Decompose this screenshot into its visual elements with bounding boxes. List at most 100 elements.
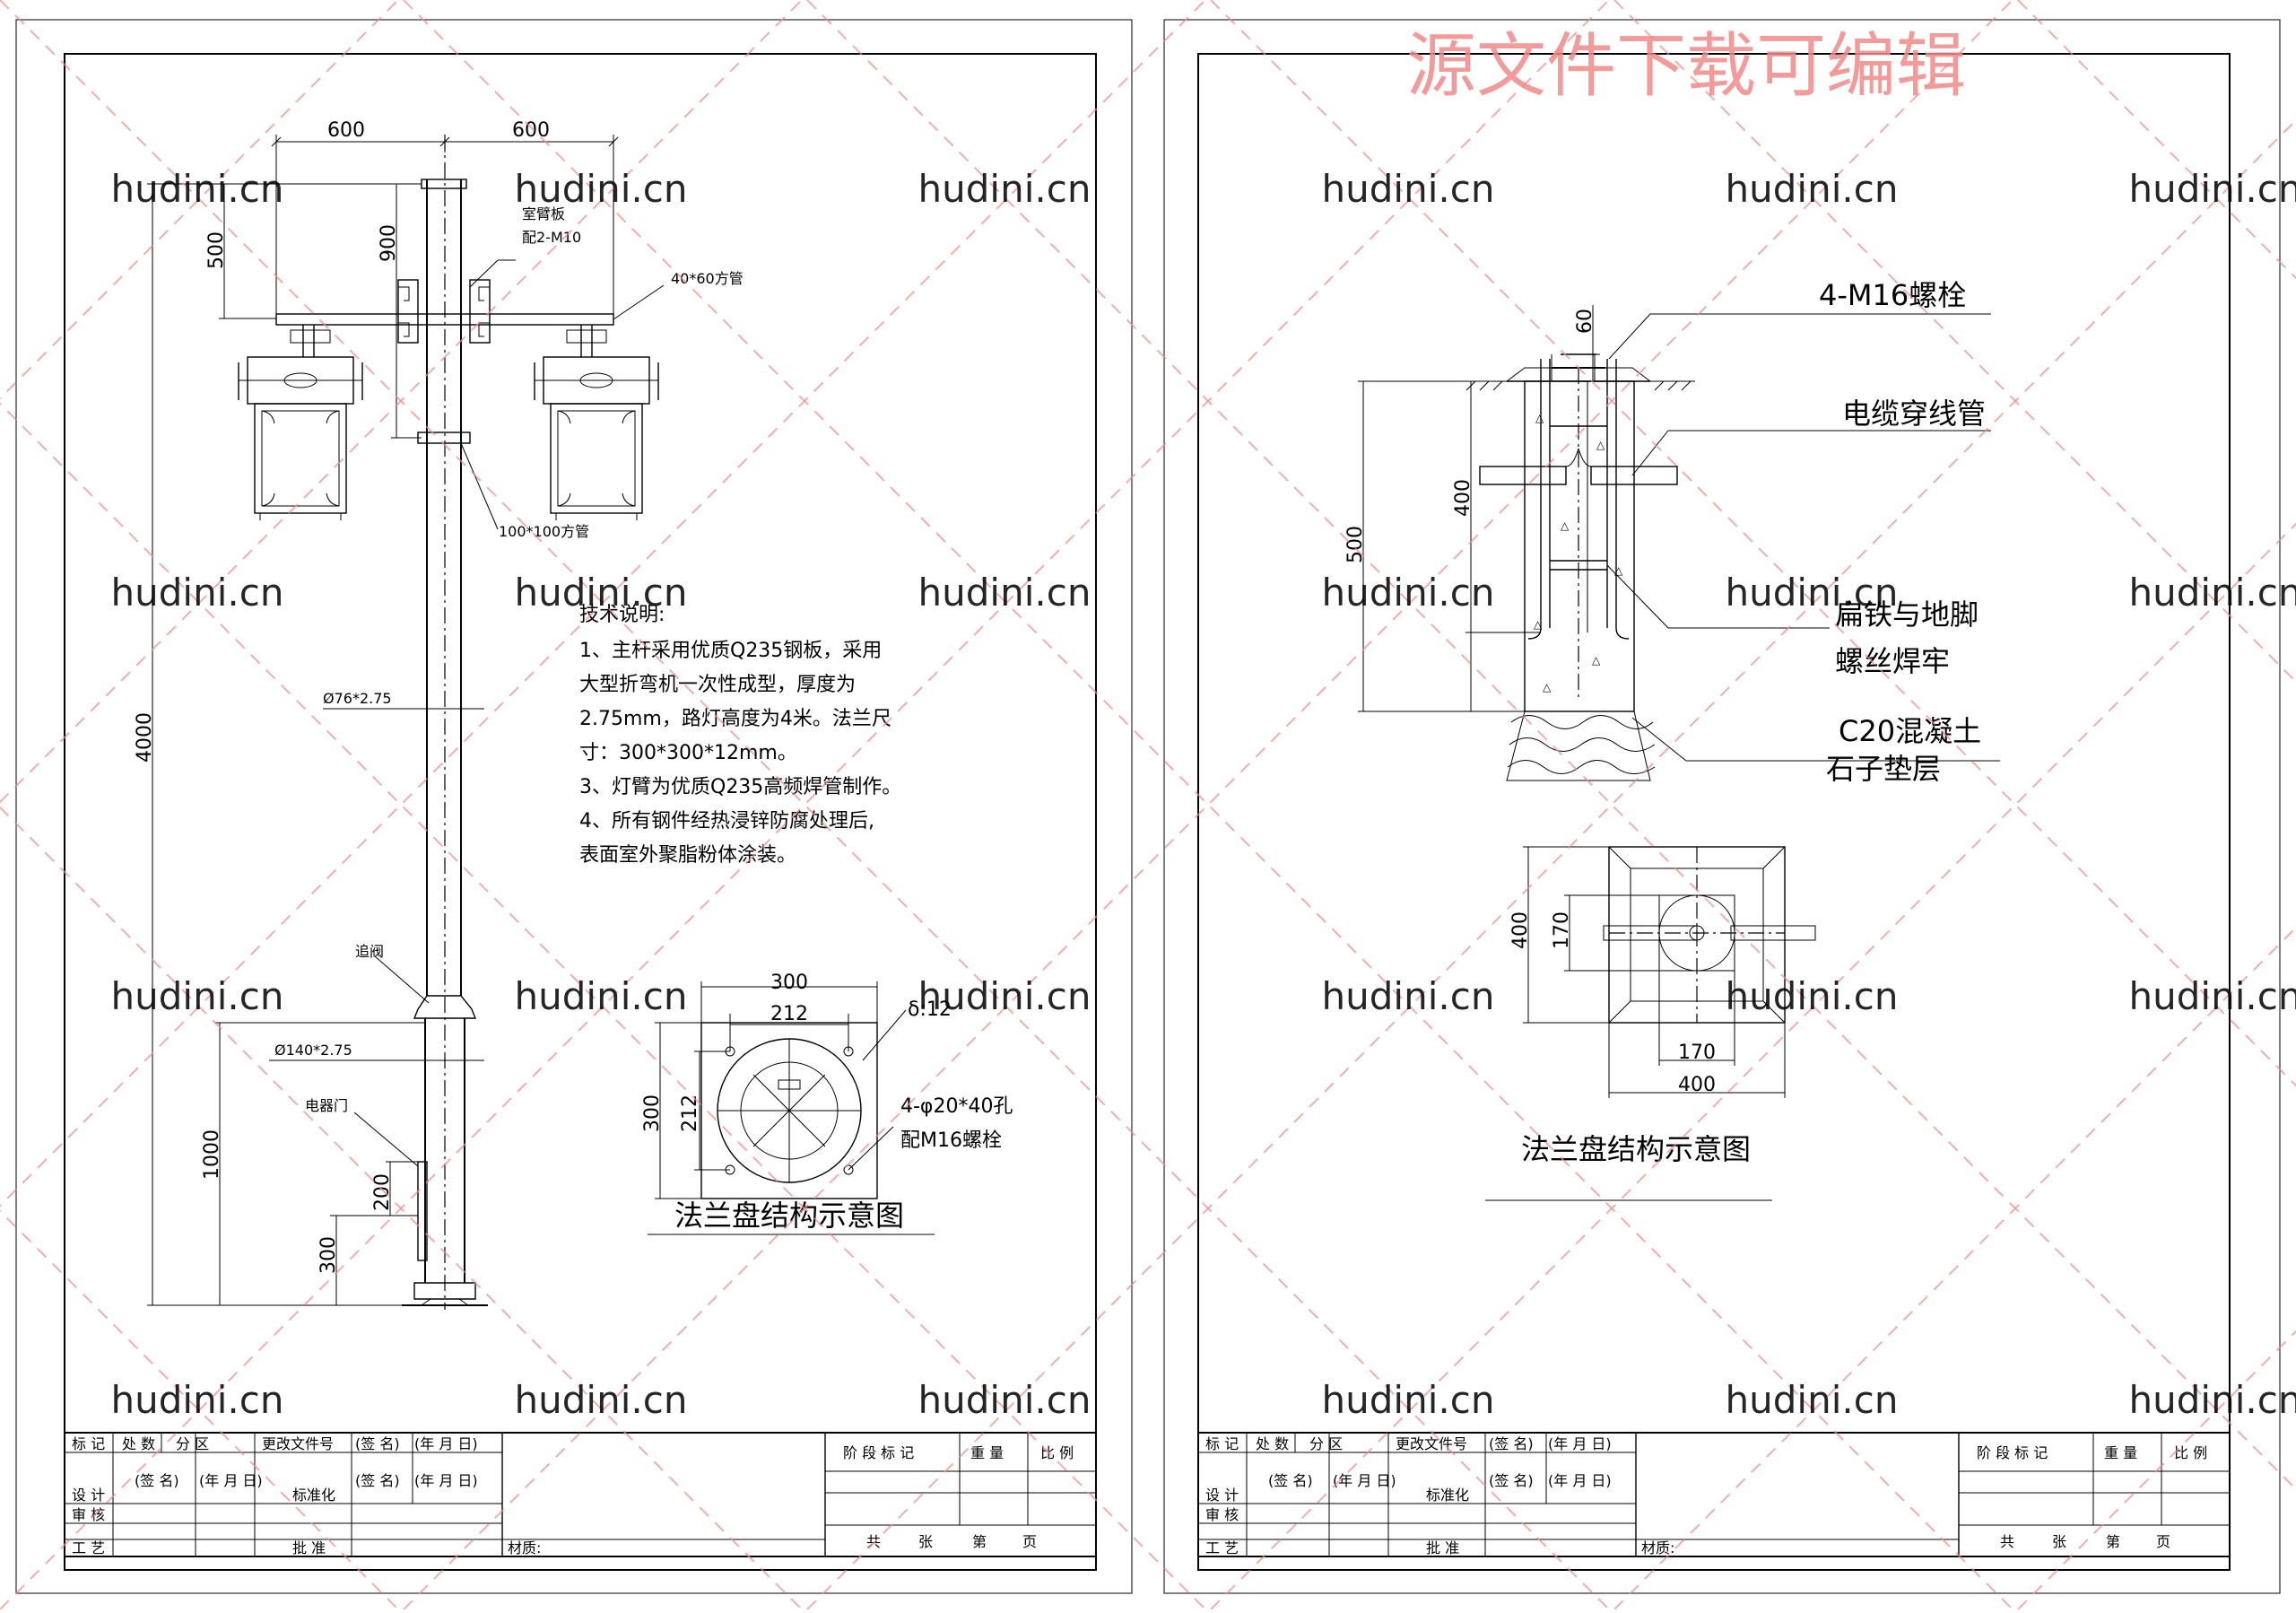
tb-mark: 标 记	[72, 1435, 105, 1452]
tb-zone: 分 区	[176, 1435, 209, 1452]
tb-stage: 阶 段 标 记	[843, 1444, 914, 1461]
tb-design-sign-r: (签 名)	[1268, 1472, 1313, 1489]
flange-dim-top: 300	[770, 972, 808, 994]
tb-change-doc: 更改文件号	[262, 1435, 334, 1452]
cable-tube-label: 电缆穿线管	[1842, 397, 1986, 431]
tb-zone-r: 分 区	[1309, 1435, 1343, 1452]
tb-design-date: (年 月 日)	[199, 1472, 263, 1489]
tb-standard-sign-r: (签 名)	[1489, 1472, 1534, 1489]
sheet-left-svg: 600 600 500 900 4000 1000 200 300 室臂板 配2…	[15, 19, 1133, 1594]
note-line-3: 2.75mm，路灯高度为4米。法兰尺	[579, 708, 891, 730]
weld-label-1: 扁铁与地脚	[1835, 597, 1979, 632]
svg-text:△: △	[1561, 519, 1570, 532]
tb-scale: 比 例	[1040, 1444, 1074, 1461]
tb-date-r: (年 月 日)	[1548, 1435, 1612, 1452]
dim-pole-height: 4000	[134, 712, 156, 763]
dim-top-left: 600	[327, 119, 365, 142]
note-line-7: 表面室外聚脂粉体涂装。	[579, 844, 796, 867]
flange-thickness: δ:12	[908, 998, 952, 1021]
flange-title-left: 法兰盘结构示意图	[674, 1199, 904, 1233]
tb-weight: 重 量	[970, 1444, 1004, 1461]
tb-design-date-r: (年 月 日)	[1333, 1472, 1396, 1489]
drawing-sheet-left: 600 600 500 900 4000 1000 200 300 室臂板 配2…	[0, 0, 1148, 1609]
bolt-label: 4-M16螺栓	[1819, 278, 1966, 312]
svg-text:△: △	[1534, 618, 1543, 631]
tb-design: 设 计	[72, 1487, 105, 1504]
tb-review: 审 核	[72, 1506, 105, 1523]
tb-date: (年 月 日)	[414, 1435, 478, 1452]
tb-review-r: 审 核	[1205, 1506, 1239, 1523]
left-lantern	[238, 325, 363, 520]
svg-text:△: △	[1592, 654, 1601, 667]
plan-dim-left-inner: 170	[1551, 911, 1573, 949]
concrete-label: C20混凝土	[1839, 714, 1981, 748]
title-block-right	[1197, 1432, 2231, 1557]
tb-stage-r: 阶 段 标 记	[1977, 1444, 2048, 1461]
weld-label-2: 螺丝焊牢	[1835, 644, 1950, 678]
top-watermark: 源文件下载可编辑	[1406, 26, 1966, 107]
dim-door-offset: 300	[317, 1236, 340, 1274]
flange-dim-inner-left: 212	[679, 1094, 701, 1132]
tb-standard: 标准化	[292, 1487, 335, 1504]
tb-page-r: 页	[2156, 1533, 2170, 1550]
notes-title: 技术说明:	[579, 604, 665, 626]
tb-standard-date: (年 月 日)	[414, 1472, 478, 1489]
dim-60: 60	[1574, 309, 1596, 334]
tb-process: 工 艺	[72, 1539, 105, 1556]
technical-notes: 技术说明: 1、主杆采用优质Q235钢板，采用 大型折弯机一次性成型，厚度为 2…	[579, 604, 901, 867]
drawing-sheet-right: △ △ △ △ △ △ △ 60 400 500 4-M16螺栓 电缆穿线管 扁…	[1148, 0, 2296, 1609]
tb-total: 共	[866, 1533, 881, 1550]
gravel-label: 石子垫层	[1826, 752, 1941, 786]
dim-door-height: 200	[371, 1173, 394, 1211]
tb-no: 第	[972, 1533, 987, 1550]
note-line-5: 3、灯臂为优质Q235高频焊管制作。	[579, 776, 901, 798]
arm-tube-label: 40*60方管	[671, 270, 744, 287]
tb-material: 材质:	[508, 1539, 541, 1556]
svg-text:△: △	[1596, 439, 1605, 451]
note-line-4: 寸：300*300*12mm。	[579, 742, 797, 764]
tb-sheets-r: 张	[2052, 1533, 2066, 1550]
title-block-left	[64, 1432, 1097, 1557]
tb-mark-r: 标 记	[1205, 1435, 1239, 1452]
plan-dim-bottom-inner: 170	[1678, 1042, 1716, 1064]
svg-text:△: △	[1543, 681, 1552, 693]
tb-design-sign: (签 名)	[135, 1472, 179, 1489]
flange-title-right: 法兰盘结构示意图	[1521, 1132, 1751, 1166]
outer-border	[1163, 19, 2281, 1594]
inner-border	[1197, 53, 2231, 1571]
pole-lower-label: Ø140*2.75	[274, 1042, 352, 1059]
tb-sign: (签 名)	[355, 1435, 400, 1452]
dim-top-right: 600	[512, 119, 550, 142]
flange-holes-2: 配M16螺栓	[900, 1129, 1002, 1152]
flange-dim-inner-top: 212	[770, 1003, 808, 1025]
note-line-6: 4、所有钢件经热浸锌防腐处理后,	[579, 810, 874, 833]
flange-dim-left: 300	[641, 1094, 664, 1132]
lamp-tube-label: 100*100方管	[499, 523, 589, 540]
dim-500: 500	[1344, 526, 1367, 563]
note-line-1: 1、主杆采用优质Q235钢板，采用	[579, 640, 882, 662]
tb-standard-r: 标准化	[1426, 1487, 1469, 1504]
note-line-2: 大型折弯机一次性成型，厚度为	[579, 674, 856, 696]
arm-plate-label-2: 配2-M10	[522, 229, 581, 246]
tb-total-r: 共	[2000, 1533, 2014, 1550]
arm-plate-label-1: 室臂板	[522, 205, 565, 222]
flange-holes-1: 4-φ20*40孔	[900, 1095, 1013, 1118]
tb-standard-date-r: (年 月 日)	[1548, 1472, 1612, 1489]
tb-approve: 批 准	[292, 1539, 326, 1556]
tb-material-r: 材质:	[1641, 1539, 1674, 1556]
svg-text:△: △	[1535, 412, 1544, 424]
tb-weight-r: 重 量	[2104, 1444, 2137, 1461]
tb-no-r: 第	[2106, 1533, 2120, 1550]
outer-border	[15, 19, 1133, 1594]
tb-sign-r: (签 名)	[1489, 1435, 1534, 1452]
tb-page: 页	[1022, 1533, 1037, 1550]
tb-design-r: 设 计	[1205, 1487, 1239, 1504]
tb-count: 处 数	[122, 1435, 155, 1452]
sheet-right-svg: △ △ △ △ △ △ △ 60 400 500 4-M16螺栓 电缆穿线管 扁…	[1163, 19, 2281, 1594]
right-lantern	[534, 325, 659, 520]
foundation-section: △ △ △ △ △ △ △	[1462, 353, 1695, 781]
svg-text:△: △	[1614, 564, 1623, 577]
foundation-dimensions	[1358, 305, 2000, 762]
collar-label: 追阀	[355, 943, 384, 960]
pole-upper-label: Ø76*2.75	[323, 690, 392, 707]
